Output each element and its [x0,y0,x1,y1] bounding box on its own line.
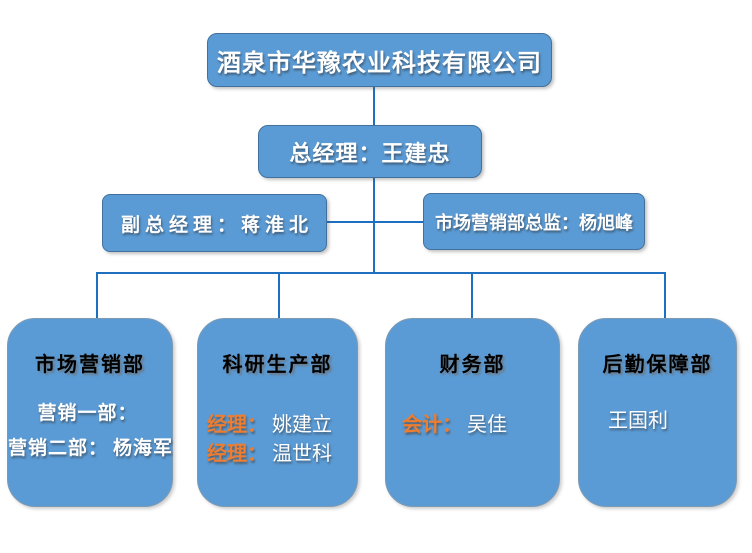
member-line: 经理：温世科 [207,439,357,468]
member-role: 会计： [402,412,462,436]
member-name: 王国利 [608,408,668,432]
dept-members: 营销一部： 营销二部：杨海军 [8,402,172,459]
dept-box-marketing: 市场营销部 营销一部： 营销二部：杨海军 [7,318,173,507]
connector-departments-rail [96,272,666,274]
connector-gm-to-departments [373,178,375,274]
member-role: 营销二部： [8,437,109,459]
member-role: 营销一部： [37,402,138,424]
dept-title: 财务部 [439,352,506,376]
dept-members: 经理：姚建立 经理：温世科 [198,410,357,468]
marketing-director-label: 市场营销部总监：杨旭峰 [435,212,633,234]
member-line: 营销二部：杨海军 [8,437,172,459]
general-manager-box: 总经理：王建忠 [258,125,482,178]
member-line: 王国利 [603,406,736,435]
member-role: 经理： [207,441,267,465]
dept-members: 王国利 [579,406,736,435]
dept-title: 后勤保障部 [602,352,713,376]
member-line: 营销一部： [8,402,172,424]
connector-drop-marketing [96,272,98,318]
member-name: 温世科 [272,441,332,465]
dept-title: 科研生产部 [222,352,333,376]
company-name-box: 酒泉市华豫农业科技有限公司 [207,33,552,87]
connector-drop-research [278,272,280,318]
connector-drop-finance [471,272,473,318]
deputy-general-manager-box: 副总经理：蒋淮北 [102,194,327,252]
general-manager-label: 总经理：王建忠 [289,141,451,167]
dept-box-research-production: 科研生产部 经理：姚建立 经理：温世科 [197,318,358,507]
member-name: 杨海军 [113,437,174,459]
deputy-general-manager-label: 副总经理：蒋淮北 [120,213,313,236]
member-name: 吴佳 [467,412,507,436]
dept-box-logistics: 后勤保障部 王国利 [578,318,737,507]
connector-company-to-gm [373,87,375,126]
marketing-director-box: 市场营销部总监：杨旭峰 [423,193,645,250]
dept-title: 市场营销部 [35,352,145,376]
dept-box-finance: 财务部 会计：吴佳 [385,318,560,507]
connector-deputy-to-director [327,221,423,223]
connector-drop-logistics [664,272,666,318]
member-role: 经理： [207,412,267,436]
member-line: 经理：姚建立 [207,410,357,439]
member-line: 会计：吴佳 [402,410,559,439]
company-name-label: 酒泉市华豫农业科技有限公司 [217,48,542,77]
dept-members: 会计：吴佳 [386,410,559,439]
member-name: 姚建立 [272,412,332,436]
